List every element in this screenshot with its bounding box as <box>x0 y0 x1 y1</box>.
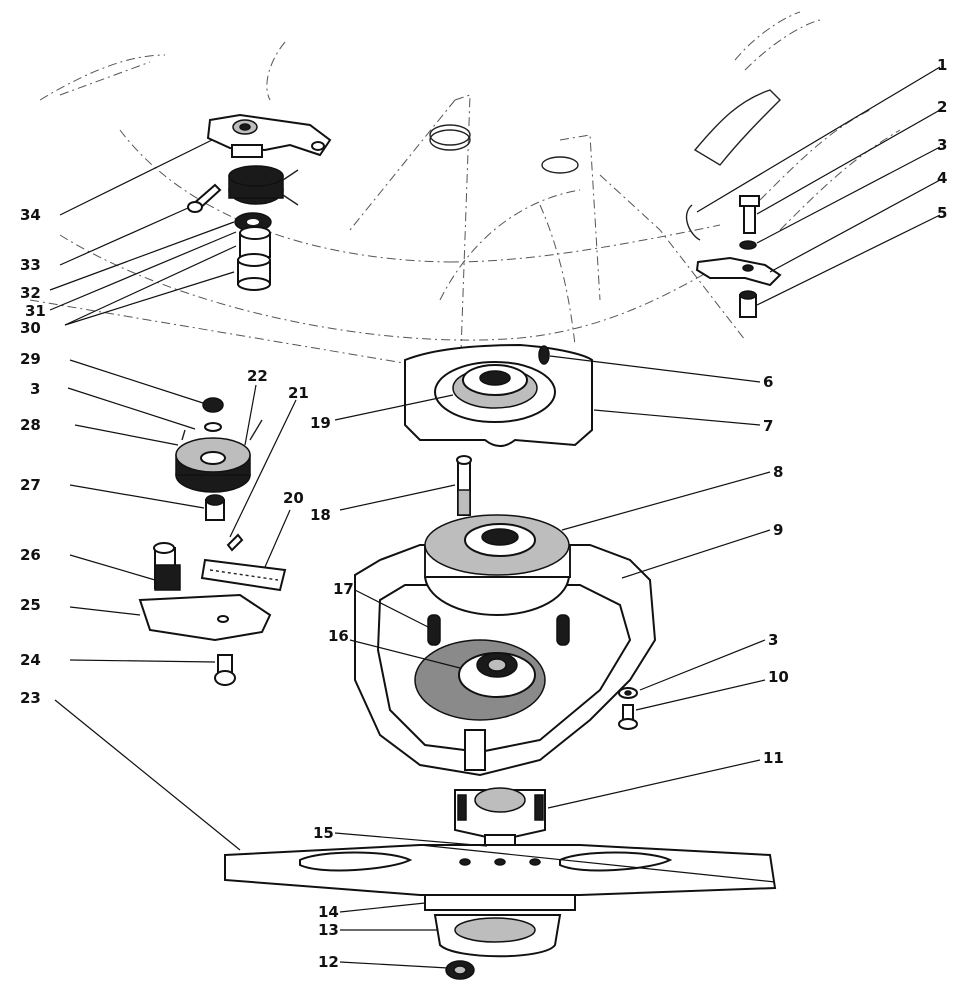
idler-arm-part <box>206 113 332 158</box>
callout-17: 17 <box>333 580 354 598</box>
callout-15: 15 <box>313 824 334 842</box>
idler-bracket-assembly <box>138 494 287 686</box>
callout-3: 3 <box>937 136 947 154</box>
lower-blade-hardware <box>424 894 576 980</box>
housing-phantom-outline <box>29 11 901 381</box>
callout-33: 33 <box>20 256 41 274</box>
callout-6: 6 <box>763 373 773 391</box>
callout-31: 31 <box>25 302 46 320</box>
upper-right-hardware <box>685 195 782 318</box>
callout-11: 11 <box>763 749 784 767</box>
callout-21: 21 <box>288 384 309 402</box>
washer-31-part <box>234 212 272 232</box>
leader-lines <box>49 66 941 969</box>
callout-25: 25 <box>20 596 41 614</box>
callout-29: 29 <box>20 350 41 368</box>
deck-plate-7-part <box>404 343 593 447</box>
callout-12: 12 <box>318 953 339 971</box>
bushings-30-part <box>237 226 271 291</box>
bolt-33-part <box>187 183 222 213</box>
callout-1: 1 <box>937 56 947 74</box>
callout-14: 14 <box>318 903 339 921</box>
spring-32-part <box>228 165 299 206</box>
callout-20: 20 <box>283 489 304 507</box>
callout-9: 9 <box>773 521 783 539</box>
callout-4: 4 <box>937 169 947 187</box>
callout-13: 13 <box>318 921 339 939</box>
callout-8: 8 <box>773 463 783 481</box>
callout-2: 2 <box>937 98 947 116</box>
callout-32: 32 <box>20 284 41 302</box>
callout-30: 30 <box>20 319 41 337</box>
callout-22: 22 <box>247 367 268 385</box>
callout-16: 16 <box>328 627 349 645</box>
callout-5: 5 <box>937 204 947 222</box>
blade-23-part <box>224 844 777 896</box>
callout-23: 23 <box>20 689 41 707</box>
housing-9-part <box>354 514 657 777</box>
callout-7: 7 <box>763 417 773 435</box>
callout-34: 34 <box>20 206 41 224</box>
callout-28: 28 <box>20 416 41 434</box>
stud-18-part <box>456 455 472 516</box>
callout-19: 19 <box>310 414 331 432</box>
idler-pulley-28-part <box>175 397 263 493</box>
callout-24: 24 <box>20 651 41 669</box>
callout-18: 18 <box>310 506 331 524</box>
callout-27: 27 <box>20 476 41 494</box>
callout-3: 3 <box>768 631 778 649</box>
callout-10: 10 <box>768 668 789 686</box>
lower-right-hardware <box>618 687 638 730</box>
callout-26: 26 <box>20 546 41 564</box>
callout-3: 3 <box>30 380 40 398</box>
